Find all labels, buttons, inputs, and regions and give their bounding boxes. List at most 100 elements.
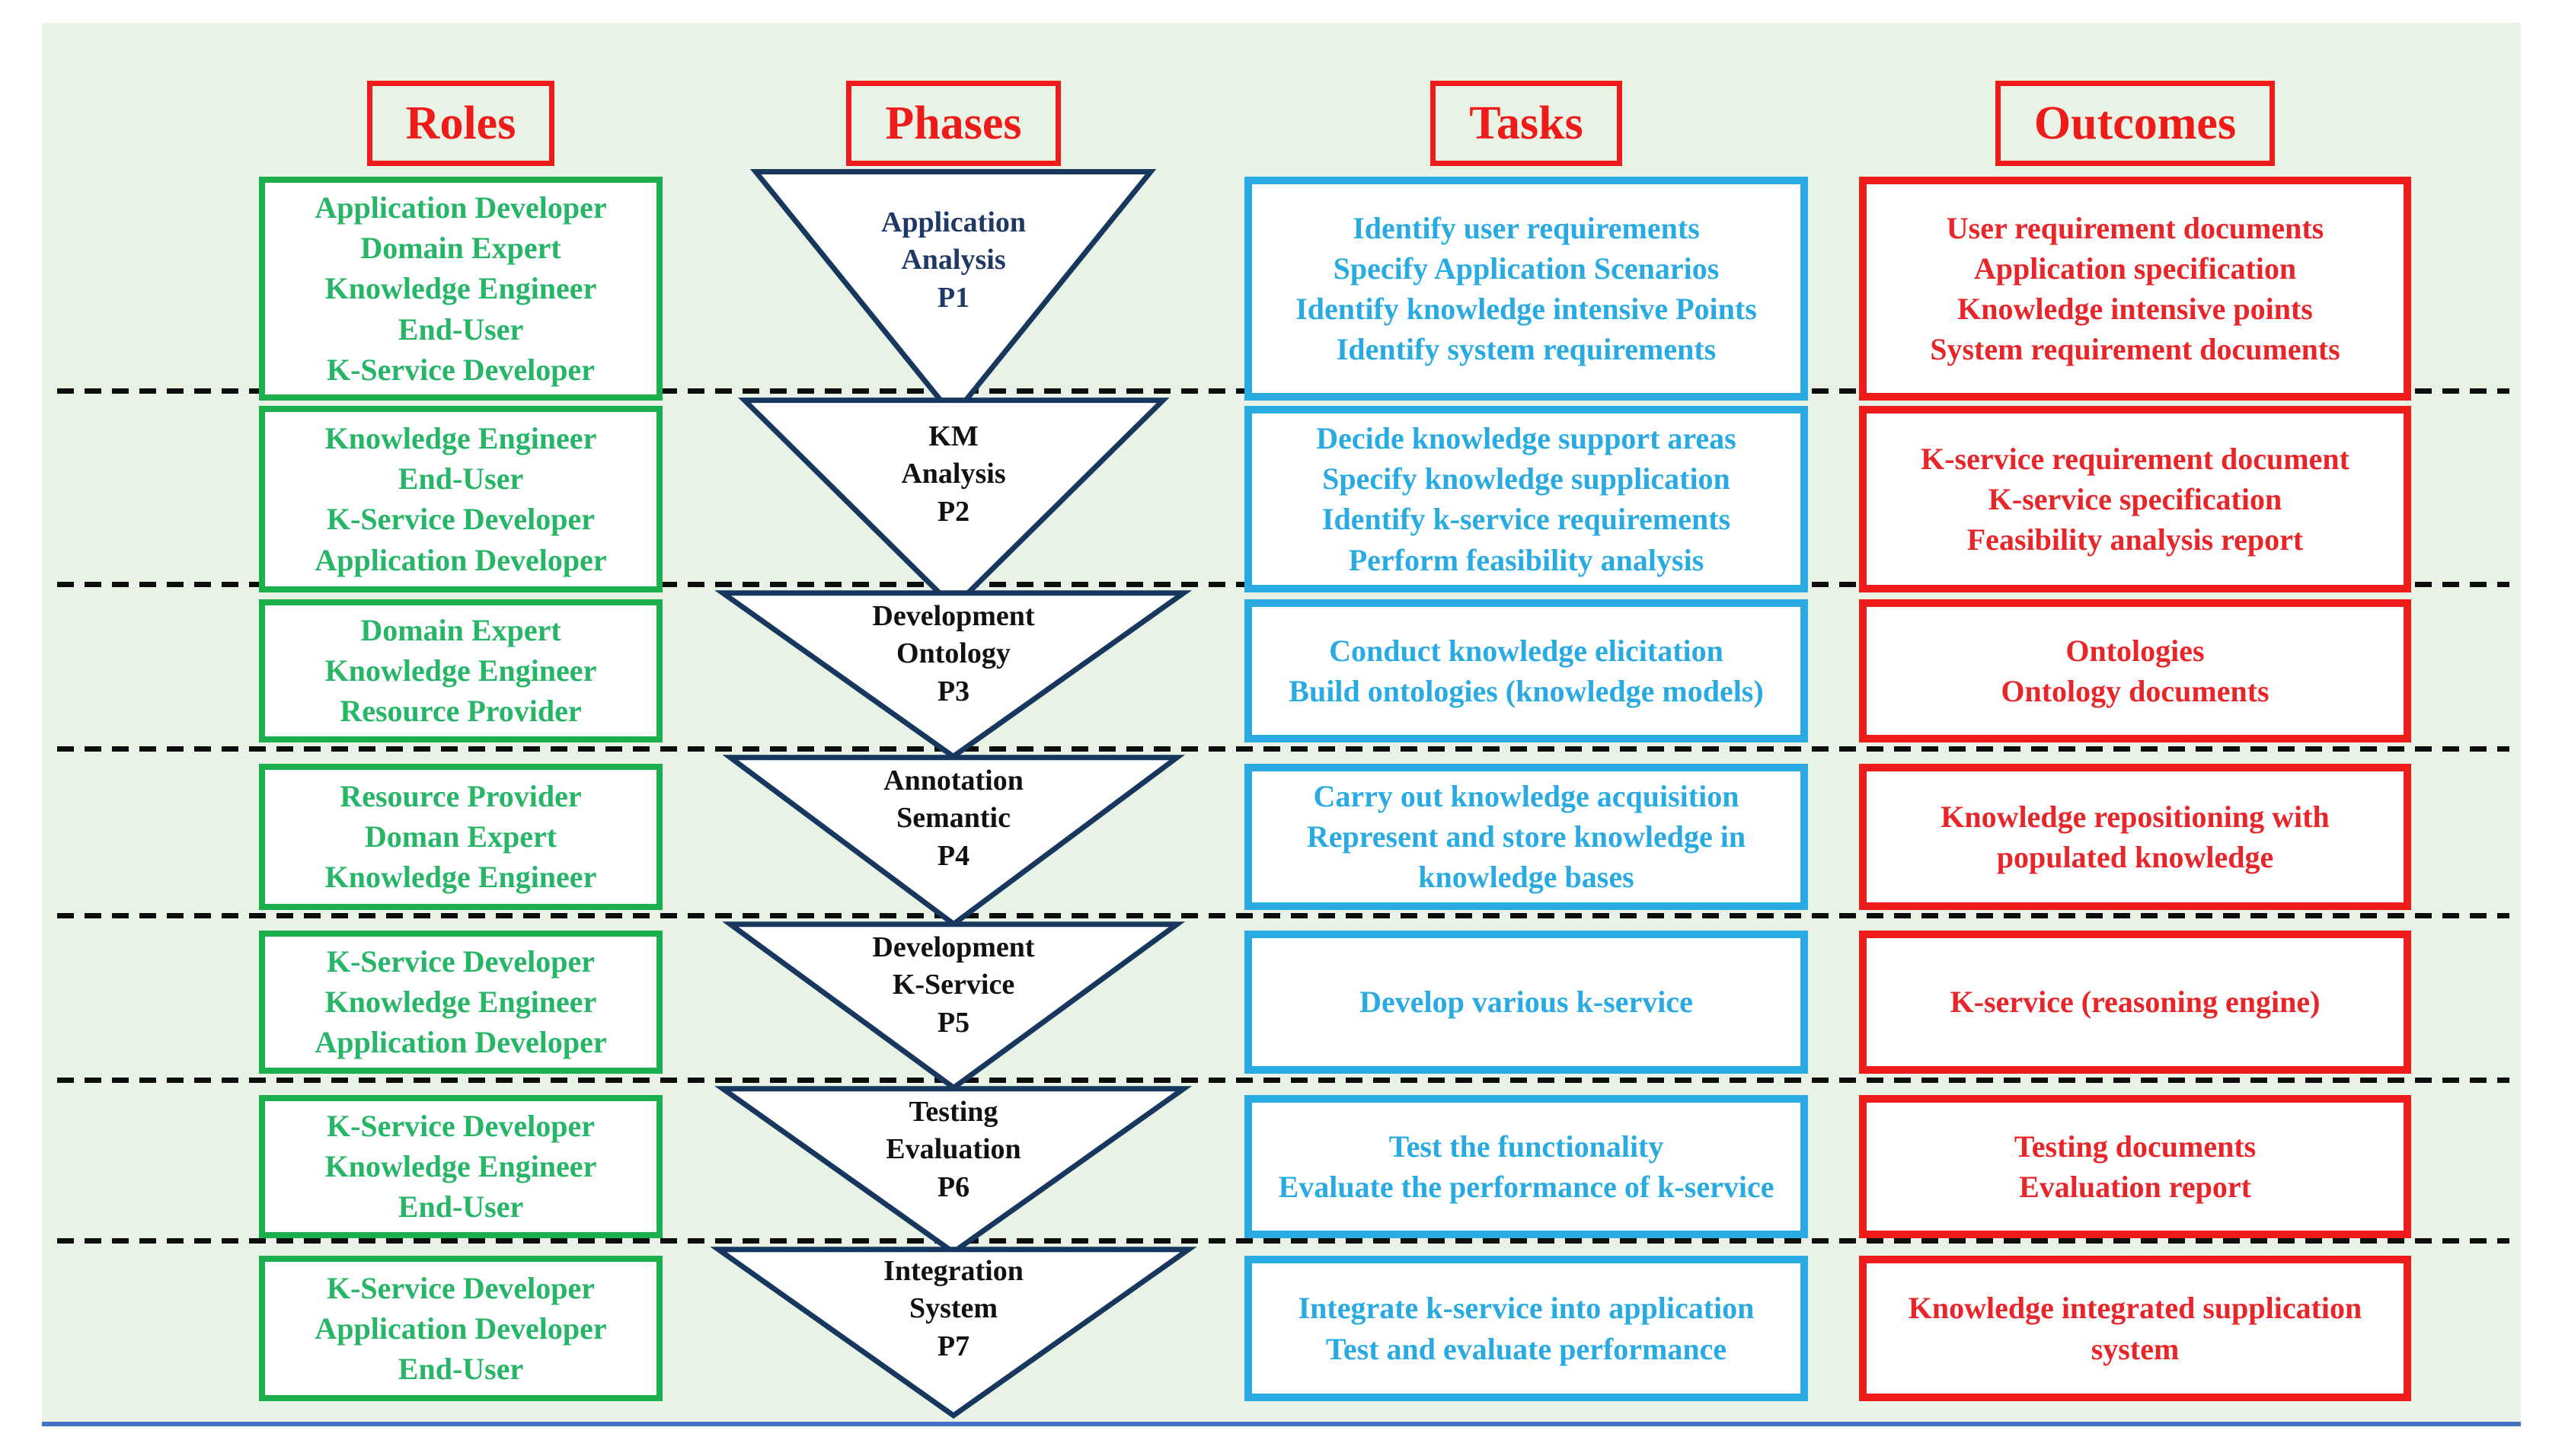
phase-name-line1: Development xyxy=(872,600,1035,632)
role-item: Knowledge Engineer xyxy=(324,421,597,455)
inverted-triangle-shape xyxy=(740,397,1168,611)
phase-id: P1 xyxy=(937,281,970,314)
column-header-phases: Phases xyxy=(846,81,1061,166)
phase-triangle: Annotation Semantic P4 xyxy=(726,755,1182,927)
task-item: Identify knowledge intensive Points xyxy=(1295,291,1757,326)
phase-label: Development Ontology P3 xyxy=(718,590,1188,710)
outcomes-list: K-service (reasoning engine) xyxy=(1940,977,2331,1027)
phase-id: P2 xyxy=(937,495,970,528)
row-separator xyxy=(57,1078,2509,1083)
phase-cell: Testing Evaluation P6 xyxy=(714,1083,1193,1250)
role-item: K-Service Developer xyxy=(326,944,596,979)
role-item: End-User xyxy=(398,311,524,346)
phase-name-line1: Annotation xyxy=(883,765,1024,797)
task-item: Conduct knowledge elicitation xyxy=(1329,633,1723,668)
task-item: Identify user requirements xyxy=(1353,210,1700,245)
role-item: End-User xyxy=(398,1189,524,1225)
phase-id: P5 xyxy=(937,1006,970,1039)
phase-name-line2: System xyxy=(909,1292,998,1325)
task-item: Perform feasibility analysis xyxy=(1348,542,1704,577)
phase-label: Testing Evaluation P6 xyxy=(718,1086,1188,1206)
phase-name-line1: Development xyxy=(872,931,1035,963)
phase-label: Application Analysis P1 xyxy=(752,168,1155,317)
outcome-item: Ontologies xyxy=(2065,633,2205,668)
role-item: Resource Provider xyxy=(340,779,582,813)
outcome-item: K-service requirement document xyxy=(1921,441,2349,476)
outcomes-box: Knowledge repositioning with populated k… xyxy=(1859,764,2411,910)
role-item: K-Service Developer xyxy=(326,1109,596,1143)
phase-id: P4 xyxy=(937,839,970,872)
role-item: Application Developer xyxy=(315,1025,607,1060)
phase-name-line1: Integration xyxy=(883,1255,1024,1287)
role-item: Knowledge Engineer xyxy=(324,985,597,1020)
phase-label: KM Analysis P2 xyxy=(740,397,1168,531)
outcomes-box: K-service (reasoning engine) xyxy=(1859,931,2411,1074)
phase-name-line1: KM xyxy=(928,420,979,452)
phase-triangle: Development Ontology P3 xyxy=(718,590,1188,759)
role-item: Application Developer xyxy=(315,542,607,577)
outcomes-cell: K-service (reasoning engine) xyxy=(1859,918,2411,1086)
phase-triangle: Testing Evaluation P6 xyxy=(718,1086,1188,1255)
phase-name-line2: Semantic xyxy=(896,802,1011,835)
inverted-triangle-shape xyxy=(752,168,1155,420)
role-item: Knowledge Engineer xyxy=(324,860,597,895)
role-item: Doman Expert xyxy=(364,819,557,854)
phase-id: P6 xyxy=(937,1170,970,1203)
role-item: End-User xyxy=(398,1352,524,1387)
phase-name-line2: Evaluation xyxy=(886,1133,1021,1166)
phase-triangle: KM Analysis P2 xyxy=(740,397,1168,611)
tasks-box: Develop various k-service xyxy=(1244,931,1808,1074)
phase-name-line2: Analysis xyxy=(901,458,1006,490)
role-item: Application Developer xyxy=(315,190,607,225)
task-item: Decide knowledge support areas xyxy=(1316,421,1736,455)
phase-name-line2: Analysis xyxy=(901,244,1006,276)
outcomes-cell: Knowledge integrated supplication system xyxy=(1859,1244,2411,1413)
phase-triangle: Application Analysis P1 xyxy=(752,168,1155,420)
phase-label: Development K-Service P5 xyxy=(726,921,1182,1042)
phase-label: Annotation Semantic P4 xyxy=(726,755,1182,875)
phase-cell: Annotation Semantic P4 xyxy=(714,752,1193,922)
phase-cell: Development Ontology P3 xyxy=(714,587,1193,755)
header-cell-outcomes: Outcomes xyxy=(1859,81,2411,166)
phase-id: P7 xyxy=(937,1330,970,1362)
outcome-item: Knowledge intensive points xyxy=(1957,291,2313,326)
phase-cell: Integration System P7 xyxy=(714,1244,1193,1413)
role-item: Knowledge Engineer xyxy=(324,271,597,306)
phase-cell: KM Analysis P2 xyxy=(714,394,1193,605)
